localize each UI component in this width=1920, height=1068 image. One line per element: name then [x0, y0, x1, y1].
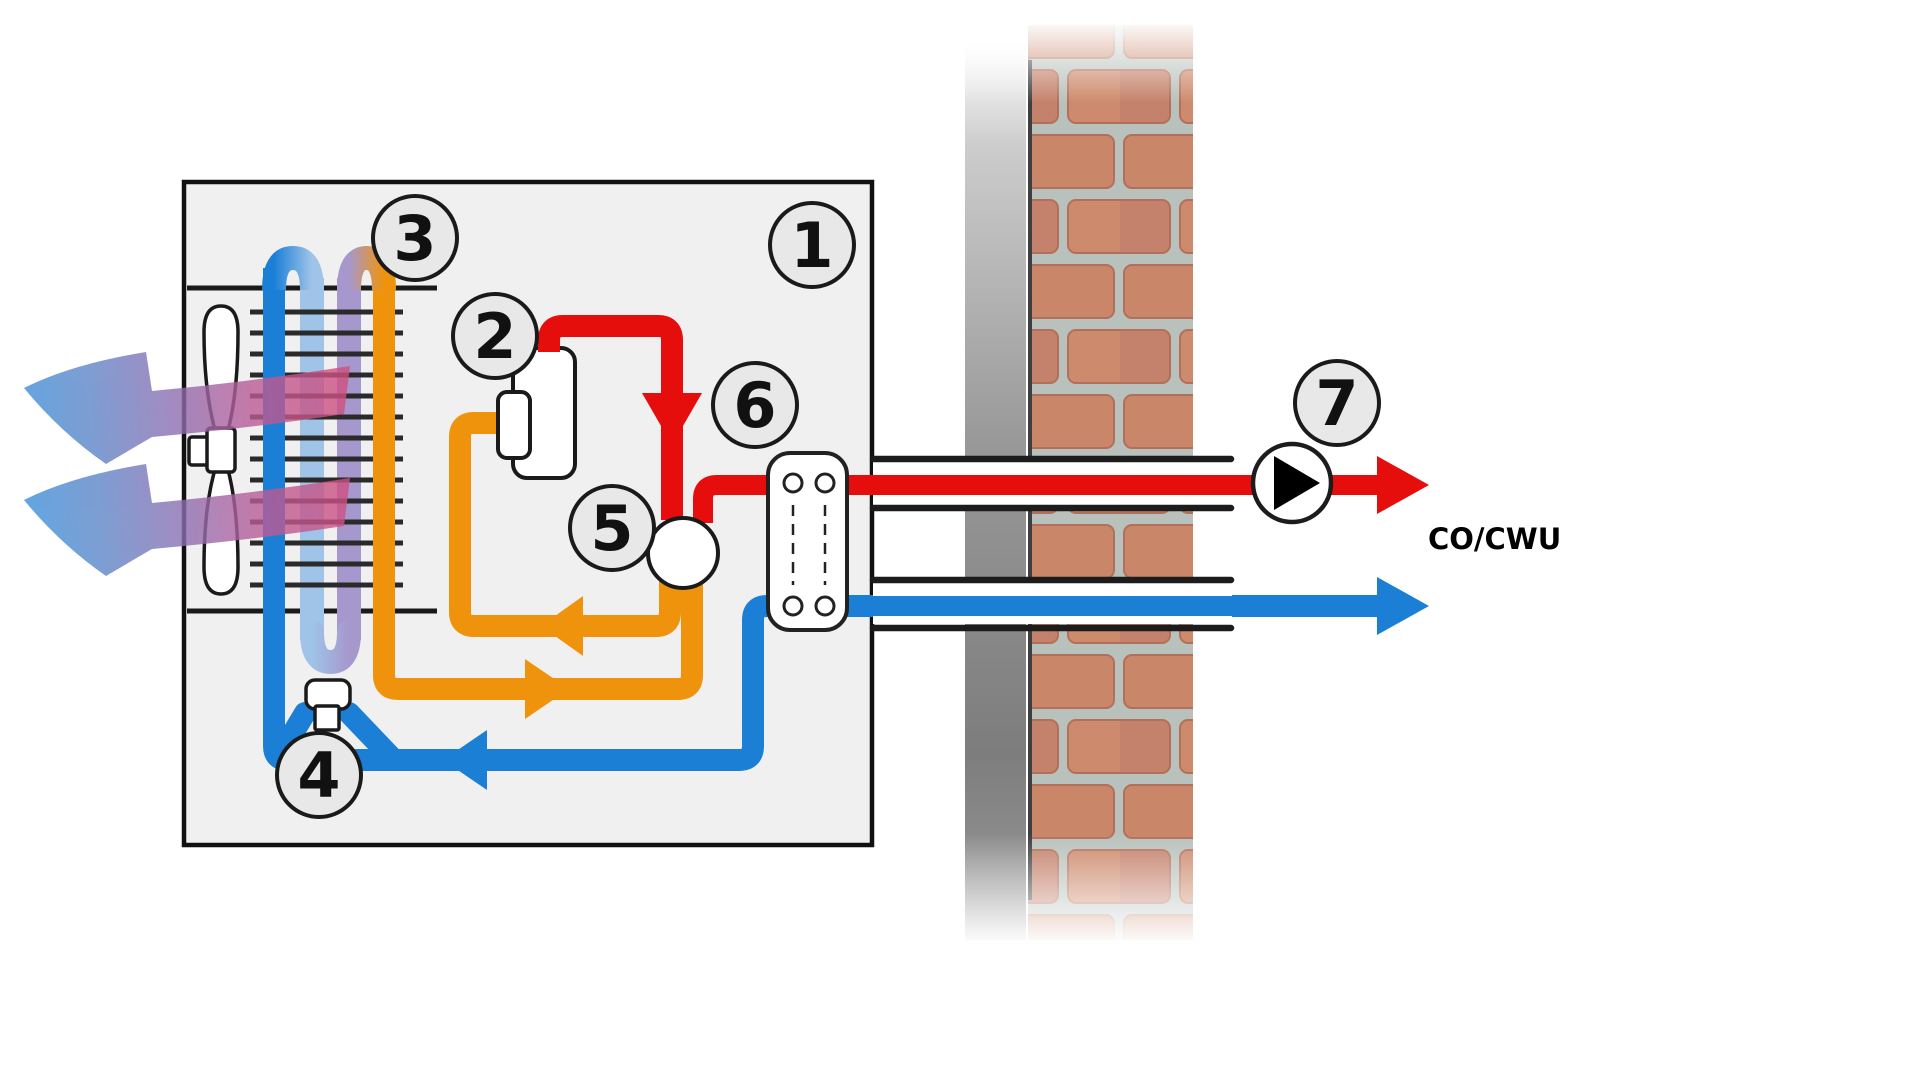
callout-2: 2	[451, 292, 539, 380]
callout-5-number: 5	[590, 492, 633, 565]
blue-valve-riser-right	[338, 702, 402, 768]
callout-4-number: 4	[297, 739, 340, 812]
callout-1-number: 1	[790, 209, 833, 282]
red-line-compressor-to-valve	[538, 315, 683, 520]
heat-exchanger-plates	[791, 505, 827, 585]
blue-arrow-right	[1377, 577, 1429, 635]
four-way-valve	[646, 516, 720, 590]
plate-heat-exchanger	[766, 451, 849, 632]
heat-exchanger-ports	[782, 472, 836, 617]
coil-ucap-bottom	[300, 620, 361, 675]
callout-3-number: 3	[393, 202, 436, 275]
blue-valve-riser-left	[270, 702, 316, 764]
red-line-valve-to-outlet	[693, 475, 1377, 523]
expansion-valve	[304, 678, 352, 732]
air-arrow-lower	[24, 464, 350, 576]
coil-ucap-top1	[262, 245, 324, 291]
pump-impeller-triangle	[1274, 456, 1320, 510]
air-flow-arrows	[24, 352, 350, 576]
red-lines	[538, 315, 1377, 523]
callouts: 1 2 3 4 5 6 7	[275, 194, 1381, 819]
callout-7: 7	[1293, 359, 1381, 447]
fan-hub	[205, 426, 237, 474]
circulation-pump	[1250, 441, 1334, 525]
wall-sleeves	[869, 455, 1377, 632]
compressor-port	[496, 390, 532, 460]
co-cwu-label: CO/CWU	[1428, 522, 1561, 556]
callout-3: 3	[371, 194, 459, 282]
blue-arrow-left	[443, 730, 487, 790]
expansion-valve-stem	[313, 704, 341, 732]
callout-6: 6	[711, 361, 799, 449]
callout-2-number: 2	[473, 300, 516, 373]
callout-7-number: 7	[1315, 367, 1358, 440]
callout-5: 5	[568, 484, 656, 572]
air-arrow-upper	[24, 352, 350, 464]
coil-ucap-top2	[337, 245, 396, 291]
orange-line-valve-to-compressor	[449, 412, 681, 637]
orange-arrow-right	[525, 659, 569, 719]
red-arrow-down	[642, 393, 702, 445]
callout-4: 4	[275, 731, 363, 819]
orange-arrow-left	[541, 596, 583, 656]
callout-1: 1	[768, 201, 856, 289]
compressor	[496, 346, 577, 480]
blue-lines	[263, 268, 1377, 771]
red-arrow-right	[1377, 456, 1429, 514]
callout-6-number: 6	[733, 369, 776, 442]
heat-exchanger-body	[766, 451, 849, 632]
